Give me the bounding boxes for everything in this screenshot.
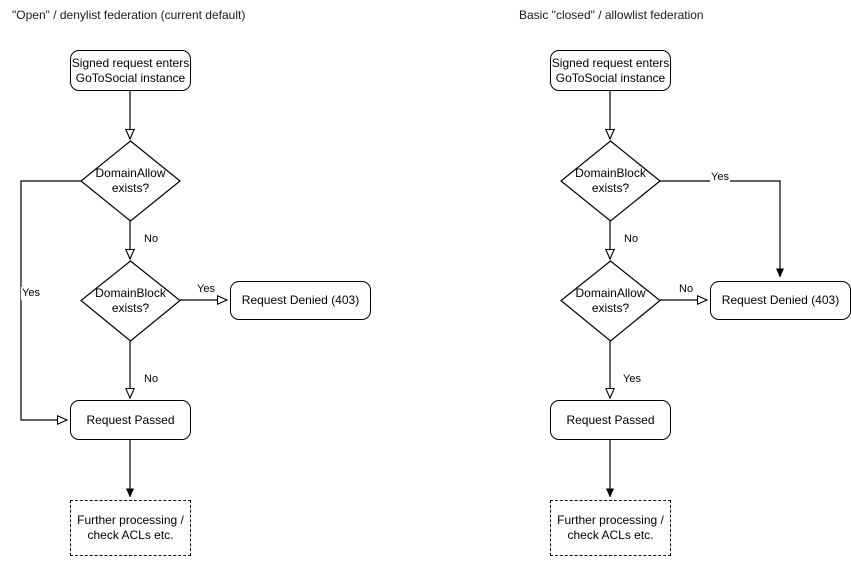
node-right-decision-domainallow-label: DomainAllow exists?: [561, 286, 660, 316]
node-right-further-processing-label: Further processing / check ACLs etc.: [557, 513, 664, 543]
node-right-decision-domainallow-line1: DomainAllow: [575, 286, 646, 300]
edge-label-left-allow-no: No: [143, 233, 160, 246]
node-left-decision-domainallow: DomainAllow exists?: [81, 141, 180, 221]
node-left-entry: Signed request enters GoToSocial instanc…: [70, 50, 191, 91]
node-right-entry: Signed request enters GoToSocial instanc…: [550, 50, 671, 91]
edge-label-right-allow-no: No: [678, 283, 695, 296]
node-right-request-passed-label: Request Passed: [566, 412, 655, 427]
node-right-entry-line2: GoToSocial instance: [555, 70, 666, 85]
node-right-request-denied: Request Denied (403): [710, 281, 851, 320]
node-left-request-passed: Request Passed: [70, 400, 191, 440]
node-left-further-processing: Further processing / check ACLs etc.: [70, 500, 191, 556]
edge-label-left-block-no: No: [143, 373, 160, 386]
edge-right-block-yes-to-denied: [660, 180, 784, 278]
edge-left-allow-yes-to-passed: [20, 180, 81, 420]
decision-left-domainallow-shape: [80, 140, 181, 222]
node-right-entry-line1: Signed request enters: [551, 55, 670, 70]
node-right-further-processing-line2: check ACLs etc.: [567, 528, 654, 542]
node-right-further-processing-line1: Further processing /: [557, 513, 664, 527]
edge-label-left-block-yes: Yes: [196, 283, 216, 296]
column-title-open-denylist: "Open" / denylist federation (current de…: [12, 8, 246, 22]
node-right-decision-domainblock-label: DomainBlock exists?: [561, 166, 660, 196]
node-left-entry-line2: GoToSocial instance: [75, 70, 186, 85]
node-left-request-denied: Request Denied (403): [230, 281, 371, 320]
decision-right-domainblock-shape: [560, 140, 661, 222]
node-right-request-passed: Request Passed: [550, 400, 671, 440]
node-left-decision-domainallow-line2: exists?: [111, 181, 150, 195]
node-left-decision-domainblock-label: DomainBlock exists?: [81, 286, 180, 316]
node-right-decision-domainallow-line2: exists?: [591, 301, 630, 315]
decision-right-domainallow-shape: [560, 260, 661, 342]
column-title-closed-allowlist: Basic "closed" / allowlist federation: [519, 8, 704, 22]
edge-label-right-block-yes: Yes: [710, 171, 730, 184]
edge-label-left-allow-yes: Yes: [21, 287, 41, 300]
node-left-decision-domainallow-line1: DomainAllow: [95, 166, 166, 180]
node-right-request-denied-label: Request Denied (403): [721, 293, 840, 307]
node-left-request-passed-label: Request Passed: [86, 412, 175, 427]
node-right-decision-domainblock-line2: exists?: [591, 181, 630, 195]
node-left-further-processing-line2: check ACLs etc.: [87, 528, 174, 542]
node-right-further-processing: Further processing / check ACLs etc.: [550, 500, 671, 556]
node-left-request-denied-label: Request Denied (403): [241, 293, 360, 307]
decision-left-domainblock-shape: [80, 260, 181, 342]
node-left-decision-domainallow-label: DomainAllow exists?: [81, 166, 180, 196]
node-left-decision-domainblock-line2: exists?: [111, 301, 150, 315]
node-left-decision-domainblock: DomainBlock exists?: [81, 261, 180, 341]
edge-label-right-block-no: No: [623, 233, 640, 246]
node-left-decision-domainblock-line1: DomainBlock: [95, 286, 166, 300]
node-left-entry-label: Signed request enters GoToSocial instanc…: [72, 56, 189, 86]
node-right-decision-domainblock: DomainBlock exists?: [561, 141, 660, 221]
node-right-decision-domainblock-line1: DomainBlock: [575, 166, 646, 180]
node-right-decision-domainallow: DomainAllow exists?: [561, 261, 660, 341]
node-left-entry-line1: Signed request enters: [71, 55, 190, 70]
node-left-further-processing-line1: Further processing /: [77, 513, 184, 527]
node-left-further-processing-label: Further processing / check ACLs etc.: [77, 513, 184, 543]
node-right-entry-label: Signed request enters GoToSocial instanc…: [552, 56, 669, 86]
edge-label-right-allow-yes: Yes: [622, 373, 642, 386]
